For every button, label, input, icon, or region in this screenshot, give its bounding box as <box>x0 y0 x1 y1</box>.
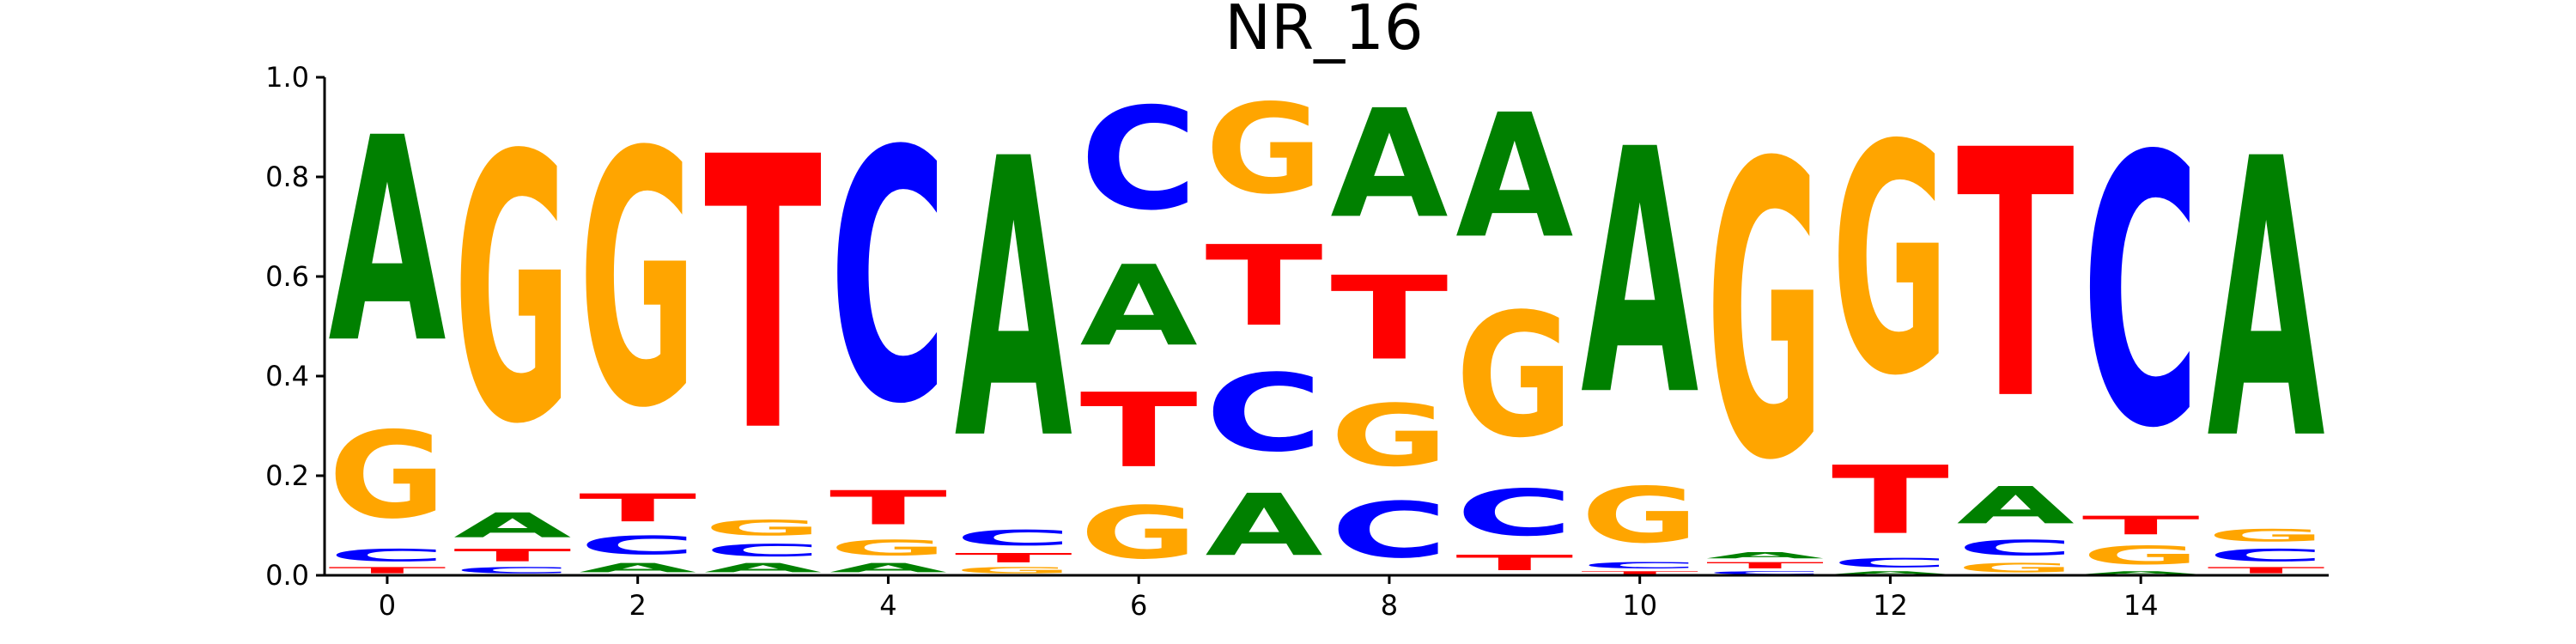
chart-title: NR_16 <box>1224 0 1424 64</box>
y-tick-label: 1.0 <box>265 61 309 94</box>
logo-letter: G <box>1581 471 1698 561</box>
x-tick-label: 0 <box>379 589 396 622</box>
logo-letter: T <box>1581 570 1698 575</box>
logo-letter: A <box>453 506 571 545</box>
logo-letter: A <box>328 79 447 406</box>
y-tick-label: 0.4 <box>265 360 309 392</box>
logo-letter: G <box>1455 278 1573 476</box>
x-tick-label: 14 <box>2123 589 2159 622</box>
x-tick-label: 10 <box>1622 589 1657 622</box>
logo-letter: A <box>2082 570 2200 575</box>
logo-letter: G <box>1706 79 1824 550</box>
y-tick-label: 0.8 <box>265 161 309 193</box>
logo-letter: C <box>1581 561 1698 571</box>
logo-letter: C <box>328 545 446 565</box>
logo-letter: A <box>1330 78 1448 252</box>
logo-letter: C <box>1706 570 1824 575</box>
logo-letter: T <box>453 545 571 565</box>
logo-letter: C <box>2082 80 2200 510</box>
y-axis-ticks: 0.0 0.2 0.4 0.6 0.8 1.0 <box>265 61 325 592</box>
logo-letter: G <box>1832 78 1949 445</box>
logo-letter: C <box>1455 476 1573 550</box>
logo-letter: A <box>1832 570 1949 575</box>
logo-letter: C <box>955 526 1072 550</box>
logo-letter: A <box>955 79 1073 525</box>
logo-letter: T <box>1455 550 1573 575</box>
logo-letter: A <box>1455 78 1573 276</box>
logo-letter: A <box>1706 550 1824 561</box>
logo-letter: T <box>2208 565 2325 575</box>
logo-letter: G <box>1206 77 1323 222</box>
logo-letter: A <box>704 561 822 575</box>
logo-letter: A <box>829 561 947 575</box>
logo-letter: T <box>579 486 696 531</box>
logo-letter: T <box>704 79 823 514</box>
logo-letter: G <box>704 516 822 541</box>
logo-letter: T <box>328 565 446 575</box>
y-tick-label: 0.0 <box>265 559 309 592</box>
logo-letter: C <box>2208 545 2325 565</box>
logo-letter: C <box>1832 556 1949 570</box>
logo-letter: C <box>1330 486 1448 575</box>
logo-letter: T <box>1330 252 1448 386</box>
logo-letter: C <box>579 531 696 561</box>
x-tick-label: 2 <box>629 589 647 622</box>
logo-letter: C <box>1957 536 2075 561</box>
x-axis-ticks: 0 2 4 6 8 10 12 14 <box>379 575 2159 622</box>
logo-letter: A <box>1957 476 2075 535</box>
x-tick-label: 4 <box>879 589 896 622</box>
x-tick-label: 6 <box>1130 589 1147 622</box>
logo-letter: A <box>579 561 696 575</box>
logo-letter: C <box>1206 352 1323 476</box>
logo-letter: C <box>704 541 822 561</box>
y-tick-label: 0.6 <box>265 260 309 293</box>
logo-letter: T <box>2082 511 2200 541</box>
logo-letter: T <box>1080 372 1198 490</box>
logo-letter: A <box>1206 476 1323 574</box>
logo-letter: T <box>955 550 1072 565</box>
logo-letter: C <box>829 77 947 479</box>
x-tick-label: 12 <box>1873 589 1908 622</box>
logo-letter: G <box>1080 491 1198 575</box>
logo-letter: T <box>1706 561 1824 571</box>
logo-letter: T <box>1957 79 2075 476</box>
logo-letter: A <box>1080 241 1198 371</box>
logo-letter: G <box>829 536 947 561</box>
logo-letter: G <box>955 565 1072 575</box>
logo-letter: C <box>1080 78 1198 241</box>
logo-letter: T <box>1206 222 1323 350</box>
logo-letter: T <box>829 481 947 536</box>
logo-letter: G <box>1957 561 2075 575</box>
x-tick-label: 8 <box>1381 589 1398 622</box>
logo-letter: C <box>453 565 571 575</box>
logo-letter-stacks: TCGACTAGACTGACGTAGTCGTCAGTACACTGCGTATCGA… <box>328 77 2326 575</box>
y-tick-label: 0.2 <box>265 459 309 492</box>
logo-letter: G <box>328 407 446 546</box>
logo-letter: A <box>2208 79 2326 525</box>
logo-letter: G <box>2208 526 2325 545</box>
logo-letter: A <box>1581 78 1699 470</box>
logo-letter: G <box>1330 387 1448 486</box>
logo-letter: T <box>1832 447 1949 556</box>
logo-letter: G <box>579 80 696 485</box>
logo-letter: G <box>453 78 571 504</box>
logo-letter: G <box>2082 541 2200 570</box>
